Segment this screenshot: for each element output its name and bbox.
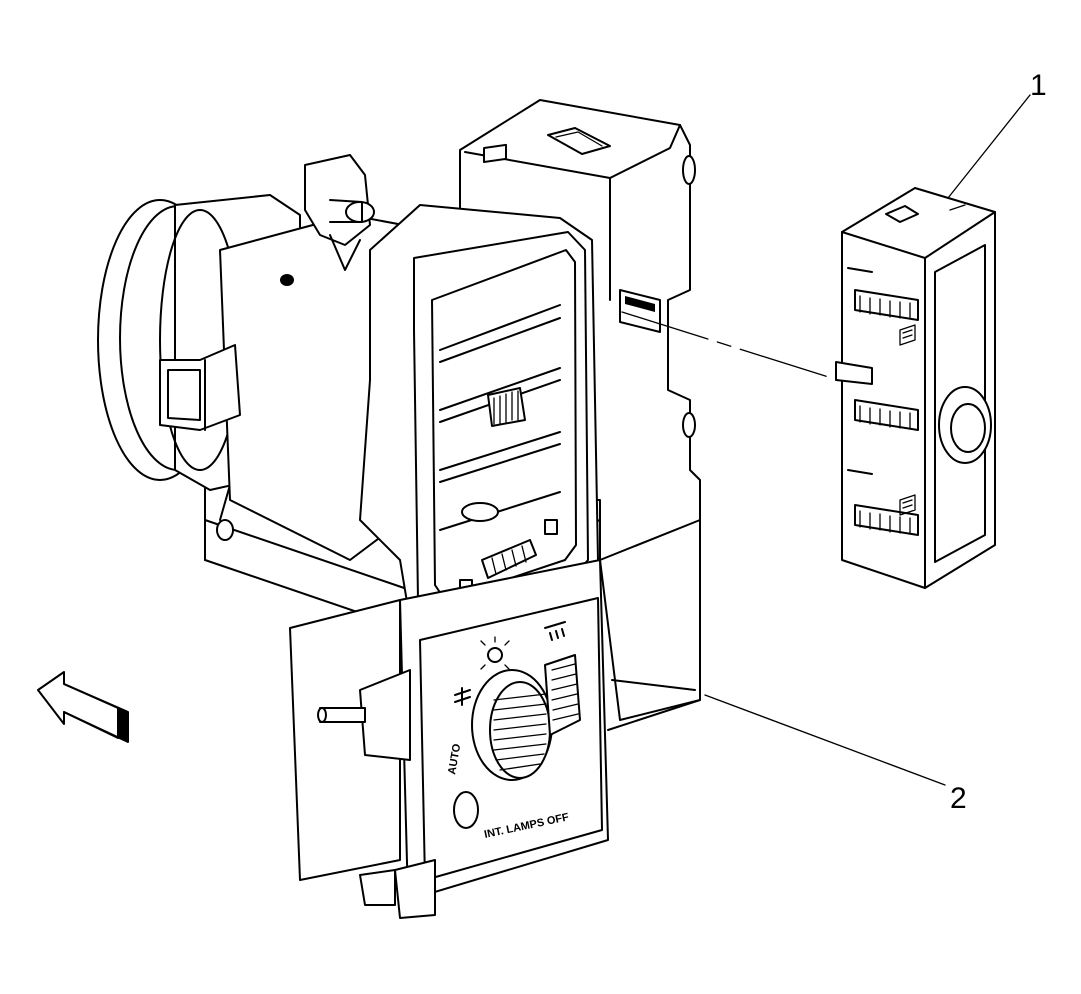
fog-lamp-button <box>453 791 479 829</box>
auto-label: AUTO <box>446 743 463 776</box>
callout-1-leader <box>947 94 1031 199</box>
louver-adjuster-knob <box>487 387 526 427</box>
callout-2-number: 2 <box>950 782 967 815</box>
front-direction-arrow-icon <box>37 671 129 743</box>
headlamp-switch-panel: AUTO INT. LAMPS OFF <box>289 519 701 919</box>
callout-2-leader <box>704 694 946 786</box>
vent-open-icon <box>544 519 558 535</box>
airflow-thumbwheel <box>461 502 537 579</box>
callout-2: 2 <box>704 694 967 815</box>
headlamp-knob <box>471 669 553 781</box>
parking-lamp-symbol-icon <box>454 687 471 706</box>
headlamp-symbol-icon <box>480 636 510 670</box>
module <box>835 187 996 589</box>
dimmer-symbol-icon <box>544 621 566 641</box>
callout-1: 1 <box>947 69 1047 199</box>
vent-outlet <box>359 143 599 639</box>
dimmer-thumbwheel <box>544 654 581 736</box>
callout-1-number: 1 <box>1030 69 1047 102</box>
alignment-line <box>621 311 839 381</box>
